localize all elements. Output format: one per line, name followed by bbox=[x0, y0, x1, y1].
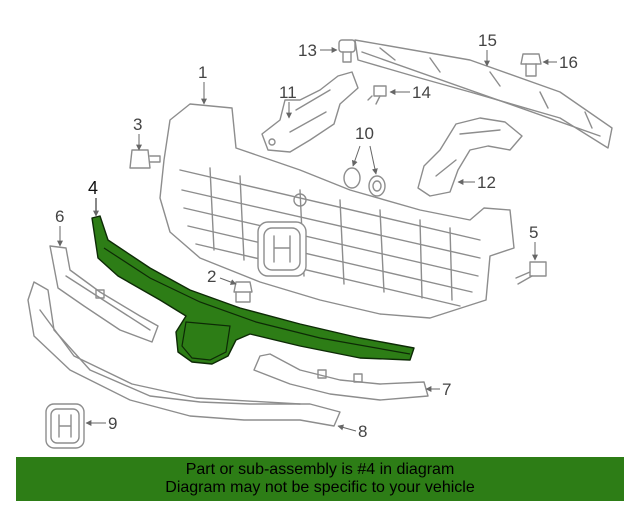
upper-support-bracket-part-15[interactable] bbox=[354, 39, 613, 149]
callout-13: 13 bbox=[298, 41, 338, 60]
front-grille-part-1[interactable] bbox=[159, 103, 515, 319]
grommet-pair-part-10[interactable] bbox=[343, 167, 386, 197]
svg-text:4: 4 bbox=[88, 178, 98, 198]
svg-text:1: 1 bbox=[198, 63, 207, 82]
svg-text:7: 7 bbox=[442, 380, 451, 399]
svg-text:15: 15 bbox=[478, 31, 497, 50]
svg-text:13: 13 bbox=[298, 41, 317, 60]
callout-2: 2 bbox=[207, 267, 237, 286]
svg-text:6: 6 bbox=[55, 207, 64, 226]
svg-text:11: 11 bbox=[279, 83, 297, 102]
callout-8: 8 bbox=[337, 422, 367, 441]
banner-line-2: Diagram may not be specific to your vehi… bbox=[165, 479, 475, 496]
svg-text:8: 8 bbox=[358, 422, 367, 441]
screw-part-5[interactable] bbox=[515, 261, 547, 285]
callout-12: 12 bbox=[457, 173, 496, 192]
callout-15: 15 bbox=[478, 31, 497, 67]
lower-molding-part-8[interactable] bbox=[27, 281, 341, 427]
callout-4: 4 bbox=[88, 178, 99, 217]
clip-part-3[interactable] bbox=[129, 149, 161, 169]
emblem-part-9[interactable] bbox=[45, 403, 85, 449]
left-mounting-bracket-part-11[interactable] bbox=[261, 71, 359, 153]
clip-part-13[interactable] bbox=[338, 39, 356, 63]
upper-grille-molding-part-4[interactable] bbox=[91, 215, 415, 365]
callout-5: 5 bbox=[529, 223, 538, 261]
parts-diagram: 1 2 3 4 5 6 7 8 9 10 11 12 bbox=[27, 31, 613, 449]
right-side-trim-part-7[interactable] bbox=[253, 353, 429, 401]
callout-16: 16 bbox=[542, 53, 578, 72]
callout-7: 7 bbox=[425, 380, 451, 399]
banner-line-1: Part or sub-assembly is #4 in diagram bbox=[185, 461, 455, 478]
screw-part-14[interactable] bbox=[367, 85, 387, 105]
svg-text:14: 14 bbox=[412, 83, 431, 102]
callout-10: 10 bbox=[351, 124, 378, 175]
clip-part-16[interactable] bbox=[520, 53, 542, 77]
callout-14: 14 bbox=[389, 83, 431, 102]
svg-text:12: 12 bbox=[477, 173, 496, 192]
callout-11: 11 bbox=[279, 83, 297, 119]
callout-6: 6 bbox=[55, 207, 64, 247]
svg-text:5: 5 bbox=[529, 223, 538, 242]
right-mounting-bracket-part-12[interactable] bbox=[417, 117, 523, 197]
svg-text:3: 3 bbox=[133, 115, 142, 134]
svg-text:10: 10 bbox=[355, 124, 374, 143]
callout-3: 3 bbox=[133, 115, 142, 151]
clip-part-2[interactable] bbox=[233, 281, 253, 303]
callout-9: 9 bbox=[85, 414, 117, 433]
part-info-banner: Part or sub-assembly is #4 in diagram Di… bbox=[16, 457, 624, 501]
left-side-trim-part-6[interactable] bbox=[49, 245, 159, 343]
svg-text:16: 16 bbox=[559, 53, 578, 72]
callout-1: 1 bbox=[198, 63, 207, 105]
svg-text:9: 9 bbox=[108, 414, 117, 433]
svg-text:2: 2 bbox=[207, 267, 216, 286]
